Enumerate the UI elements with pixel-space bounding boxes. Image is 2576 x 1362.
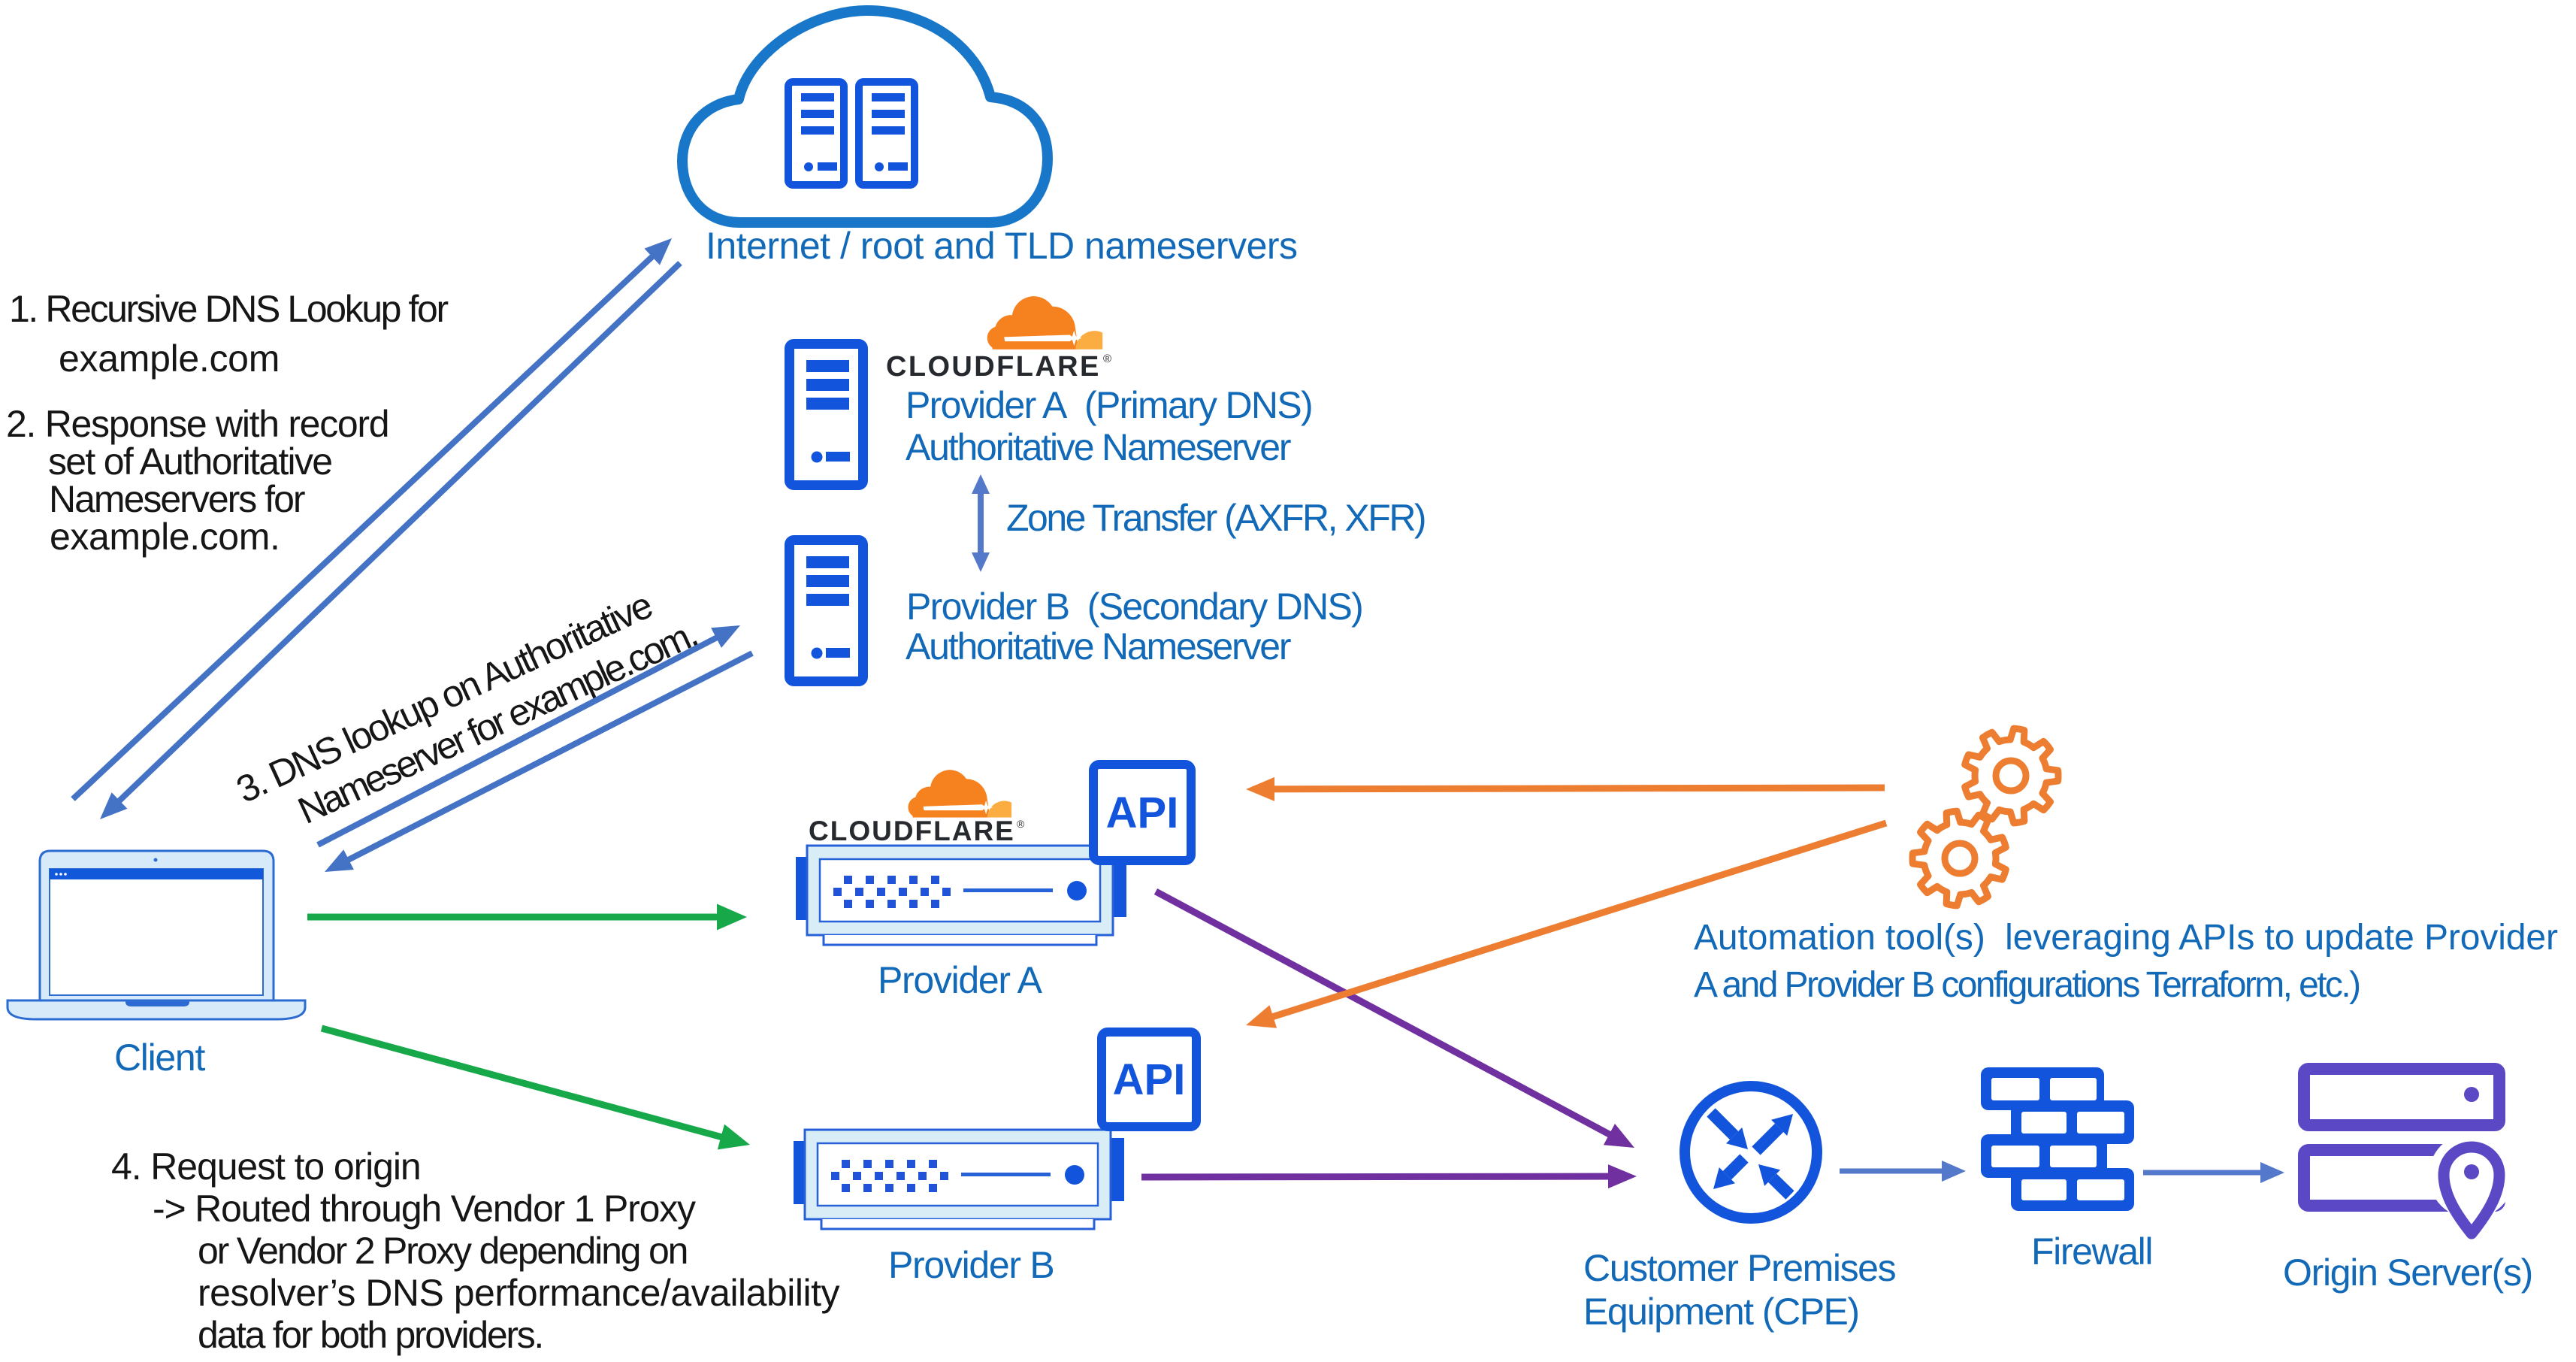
svg-text:®: ® (1017, 818, 1025, 830)
svg-text:API: API (1113, 1055, 1186, 1104)
svg-text:Authoritative Nameserver: Authoritative Nameserver (906, 625, 1291, 667)
svg-text:A and Provider B configuration: A and Provider B configurations Terrafor… (1694, 965, 2360, 1005)
svg-text:Customer Premises: Customer Premises (1583, 1247, 1896, 1289)
svg-text:CLOUDFLARE: CLOUDFLARE (886, 351, 1101, 383)
svg-text:Zone Transfer (AXFR, XFR): Zone Transfer (AXFR, XFR) (1006, 497, 1425, 539)
svg-text:CLOUDFLARE: CLOUDFLARE (809, 816, 1015, 846)
svg-text:Origin Server(s): Origin Server(s) (2283, 1252, 2532, 1294)
svg-text:2. Response with record: 2. Response with record (6, 403, 389, 445)
svg-text:Client: Client (114, 1037, 205, 1079)
svg-text:Provider A (Primary DNS): Provider A (Primary DNS) (906, 384, 1312, 426)
svg-text:Provider B: Provider B (888, 1244, 1054, 1286)
svg-text:Provider B (Secondary DNS): Provider B (Secondary DNS) (906, 586, 1362, 628)
svg-text:-> Routed through Vendor 1 Pro: -> Routed through Vendor 1 Proxy (153, 1188, 696, 1230)
svg-text:Equipment (CPE): Equipment (CPE) (1583, 1291, 1859, 1333)
svg-text:resolver’s DNS performance/ava: resolver’s DNS performance/availability (198, 1272, 839, 1314)
svg-text:®: ® (1103, 353, 1111, 365)
svg-text:Internet / root and TLD namese: Internet / root and TLD nameservers (706, 225, 1298, 267)
svg-text:1. Recursive DNS Lookup for: 1. Recursive DNS Lookup for (9, 288, 448, 330)
svg-text:Firewall: Firewall (2031, 1230, 2152, 1273)
svg-text:data for both providers.: data for both providers. (198, 1314, 543, 1356)
svg-text:Authoritative Nameserver: Authoritative Nameserver (906, 426, 1291, 468)
svg-text:Nameservers for: Nameservers for (49, 478, 305, 520)
svg-text:API: API (1106, 788, 1179, 837)
svg-text:Automation tool(s) leveraging: Automation tool(s) leveraging APIs to up… (1694, 918, 2558, 958)
svg-text:Provider A: Provider A (878, 959, 1043, 1001)
svg-text:4. Request to origin: 4. Request to origin (111, 1146, 421, 1188)
svg-text:set of Authoritative: set of Authoritative (48, 440, 331, 483)
svg-text:example.com.: example.com. (50, 516, 280, 558)
svg-text:or Vendor 2 Proxy depending on: or Vendor 2 Proxy depending on (198, 1230, 687, 1272)
svg-text:example.com: example.com (59, 337, 280, 380)
